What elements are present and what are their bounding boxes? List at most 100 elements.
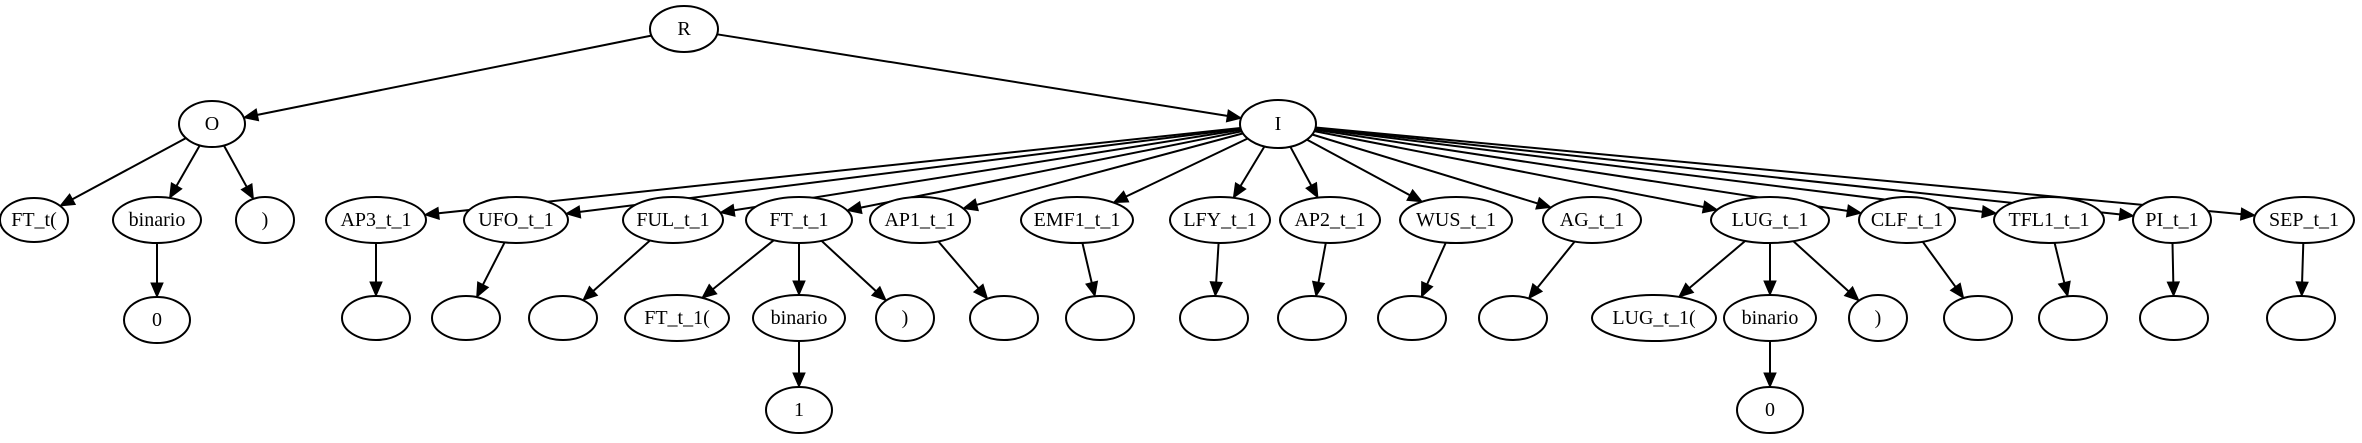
node-ft-t-1: FT_t_1: [745, 196, 853, 244]
edge-line: [438, 127, 1241, 215]
edge-i-to-tfl1-t-1: [1315, 127, 1998, 219]
node-ellipse: [112, 196, 202, 244]
edge-line: [71, 137, 187, 201]
arrowhead-icon: [1843, 285, 1860, 302]
node-label: LFY_t_1: [1183, 209, 1256, 231]
node-label: ): [902, 307, 909, 329]
node-label: 0: [1765, 399, 1775, 421]
arrowhead-icon: [2239, 207, 2257, 221]
node-ellipse: [2253, 196, 2355, 244]
node-label: binario: [129, 209, 186, 231]
edge-binario-o-to-zero-o: [150, 243, 164, 299]
edge-ap2-t-1-to-e-ap2: [1311, 242, 1327, 298]
node-ellipse: [1943, 295, 2013, 341]
arrowhead-icon: [582, 285, 599, 302]
arrowhead-icon: [1085, 280, 1099, 298]
arrowhead-icon: [1406, 188, 1424, 203]
edge-i-to-ap1-t-1: [961, 132, 1244, 212]
node-ellipse: [1723, 294, 1817, 342]
node-ellipse: [875, 294, 935, 342]
node-ellipse: [1279, 196, 1381, 244]
node-ellipse: [325, 196, 427, 244]
edge-line: [592, 239, 651, 292]
node-ellipse: [1858, 196, 1956, 244]
node-label: PI_t_1: [2145, 209, 2198, 231]
node-label: O: [205, 113, 219, 135]
node-label: 1: [794, 399, 804, 421]
node-o: O: [178, 100, 246, 148]
node-label: AP2_t_1: [1294, 209, 1365, 231]
node-ellipse: [765, 386, 833, 434]
arrowhead-icon: [792, 372, 806, 389]
node-pi-t-1: PI_t_1: [2132, 196, 2212, 244]
node-e-sep: [2266, 295, 2336, 341]
edge-line: [257, 34, 652, 116]
node-label: AG_t_1: [1560, 209, 1624, 231]
node-ellipse: [1020, 196, 1134, 244]
node-label: binario: [1742, 307, 1799, 329]
edge-o-to-ft-t-open: [58, 137, 187, 207]
node-ellipse: [178, 100, 246, 148]
edge-ft-t-1-to-ft-t-1-open: [701, 239, 775, 299]
node-e-ap1: [969, 295, 1039, 341]
arrowhead-icon: [240, 182, 255, 201]
edge-line: [1289, 146, 1313, 186]
node-ellipse: [123, 296, 191, 344]
node-ellipse: [0, 197, 69, 243]
node-label: EMF1_t_1: [1034, 209, 1121, 231]
node-ellipse: [1848, 294, 1908, 342]
arrowhead-icon: [972, 283, 989, 300]
node-ellipse: [1179, 295, 1249, 341]
arrowhead-icon: [1112, 190, 1130, 204]
arrowhead-icon: [1420, 280, 1434, 299]
edge-lug-t-1-to-binario-lug: [1763, 243, 1777, 297]
arrowhead-icon: [870, 285, 888, 302]
node-label: LUG_t_1: [1732, 209, 1809, 231]
node-binario-o: binario: [112, 196, 202, 244]
node-e-tfl1: [2038, 295, 2108, 341]
arrowhead-icon: [564, 205, 582, 219]
edge-ft-t-1-to-binario-ft: [792, 243, 806, 297]
edge-line: [2301, 242, 2305, 283]
node-wus-t-1: WUS_t_1: [1399, 196, 1513, 244]
node-ellipse: [1542, 196, 1642, 244]
edge-sep-t-1-to-e-sep: [2295, 242, 2309, 298]
edge-line: [1306, 138, 1411, 196]
node-e-pi: [2139, 295, 2209, 341]
arrowhead-icon: [2295, 281, 2309, 298]
node-label: AP1_t_1: [884, 209, 955, 231]
edge-i-to-ap2-t-1: [1289, 146, 1319, 199]
node-ellipse: [649, 5, 719, 53]
edge-line: [482, 241, 506, 286]
arrowhead-icon: [1311, 280, 1326, 298]
node-ufo-t-1: UFO_t_1: [463, 196, 569, 244]
node-one-ft: 1: [765, 386, 833, 434]
arrowhead-icon: [1232, 181, 1247, 199]
node-label: FT_t_1(: [644, 307, 710, 329]
edge-lfy-t-1-to-e-lfy: [1209, 242, 1223, 298]
node-ellipse: [235, 196, 295, 244]
node-label: R: [677, 18, 691, 40]
node-binario-ft: binario: [752, 294, 846, 342]
node-ellipse: [463, 196, 569, 244]
node-tfl1-t-1: TFL1_t_1: [1993, 196, 2105, 244]
node-binario-lug: binario: [1723, 294, 1817, 342]
edge-line: [1921, 241, 1957, 288]
node-label: binario: [771, 307, 828, 329]
node-ellipse: [622, 196, 724, 244]
node-e-clf: [1943, 295, 2013, 341]
arrowhead-icon: [1535, 196, 1553, 210]
node-sep-t-1: SEP_t_1: [2253, 196, 2355, 244]
edge-line: [223, 145, 248, 188]
node-label: LUG_t_1(: [1612, 307, 1696, 329]
node-close-ft: ): [875, 294, 935, 342]
node-ellipse: [2139, 295, 2209, 341]
node-lug-t-1: LUG_t_1: [1710, 196, 1830, 244]
edge-pi-t-1-to-e-pi: [2166, 242, 2181, 298]
node-label: AP3_t_1: [340, 209, 411, 231]
edge-i-to-sep-t-1: [1315, 126, 2257, 221]
node-emf1-t-1: EMF1_t_1: [1020, 196, 1134, 244]
node-label: FT_t(: [11, 209, 57, 231]
node-ellipse: [431, 295, 501, 341]
